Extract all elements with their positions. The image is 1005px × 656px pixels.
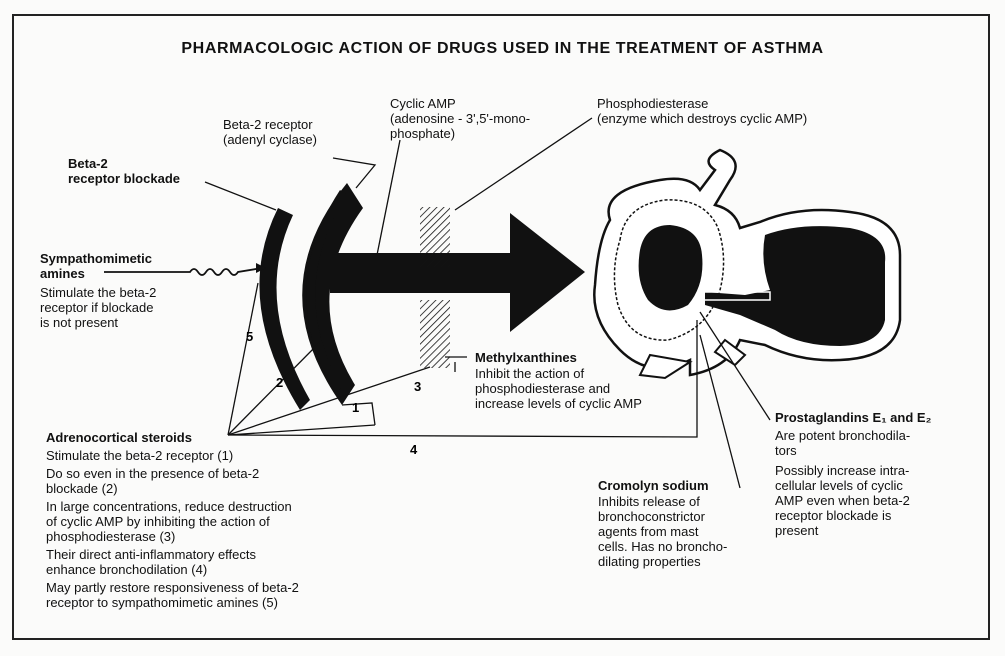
- prostaglandins-description-2: Possibly increase intra-cellular levels …: [775, 463, 910, 538]
- beta2-blockade-crescent: [259, 208, 310, 410]
- phosphodiesterase-block: [420, 207, 450, 267]
- adrenocortical-item: May partly restore responsiveness of bet…: [46, 580, 299, 610]
- number-5: 5: [246, 329, 253, 344]
- adrenocortical-items: Stimulate the beta-2 receptor (1) Do so …: [46, 448, 299, 610]
- number-4: 4: [410, 442, 418, 457]
- methylxanthines-title: Methylxanthines: [475, 350, 577, 365]
- adrenocortical-item: In large concentrations, reduce destruct…: [46, 499, 299, 544]
- cyclic-amp-arrow: [330, 213, 585, 332]
- mast-cell-illustration: [594, 150, 900, 378]
- number-1: 1: [352, 400, 359, 415]
- prostaglandins-description-1: Are potent bronchodila-tors: [775, 428, 910, 458]
- number-2: 2: [276, 375, 283, 390]
- adrenocortical-item: Stimulate the beta-2 receptor (1): [46, 448, 299, 463]
- cromolyn-title: Cromolyn sodium: [598, 478, 709, 493]
- prostaglandins-title: Prostaglandins E₁ and E₂: [775, 410, 931, 425]
- beta2-receptor-label: Beta-2 receptor(adenyl cyclase): [223, 117, 317, 147]
- number-3: 3: [414, 379, 421, 394]
- adrenocortical-title: Adrenocortical steroids: [46, 430, 192, 445]
- cyclic-amp-label: Cyclic AMP(adenosine - 3',5'-mono-phosph…: [390, 96, 530, 141]
- phosphodiesterase-label: Phosphodiesterase(enzyme which destroys …: [597, 96, 807, 126]
- methylxanthines-block: [420, 300, 450, 368]
